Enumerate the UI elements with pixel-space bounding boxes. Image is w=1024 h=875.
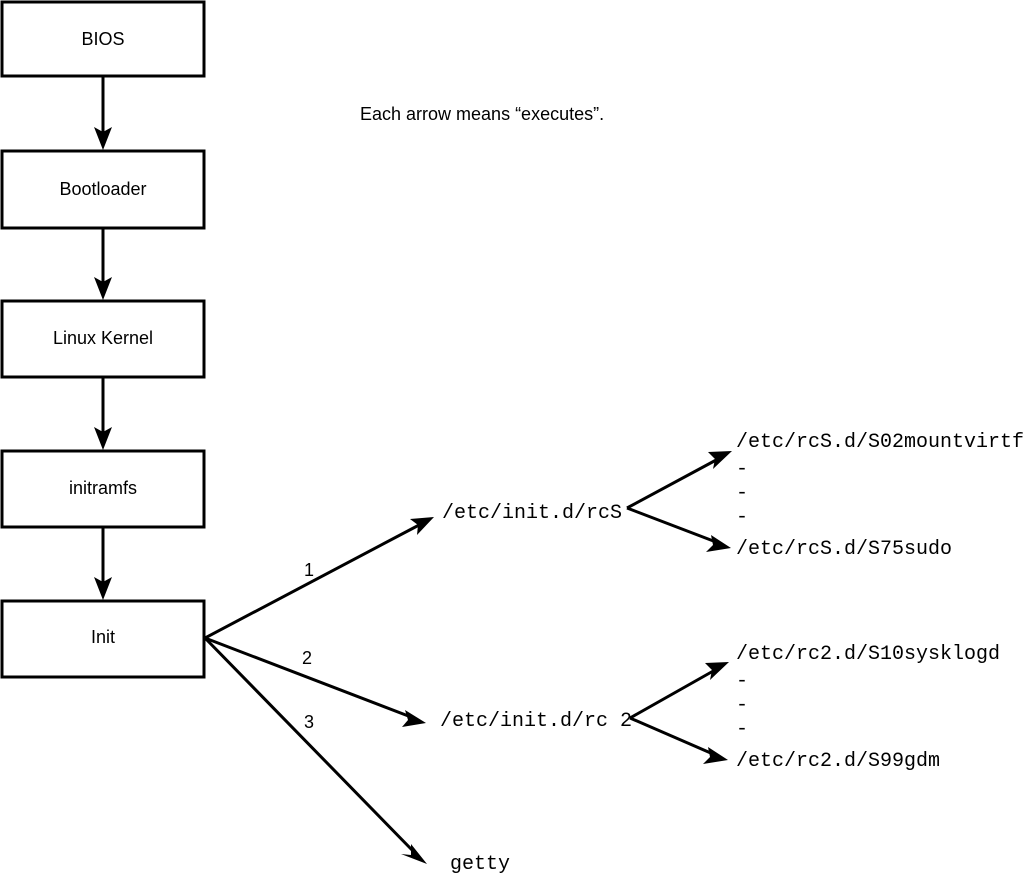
edge-bios-to-bootloader [94, 76, 112, 150]
rc2-child-first[interactable]: /etc/rc2.d/S10sysklogd [736, 643, 1000, 666]
edge-rc2-to-last-script [629, 716, 728, 764]
box-linux-kernel-label: Linux Kernel [53, 328, 153, 348]
rcs-child-first[interactable]: /etc/rcS.d/S02mountvirtfs [736, 431, 1024, 454]
node-label-rcs[interactable]: /etc/init.d/rcS [442, 502, 622, 525]
edge-number-2: 2 [302, 648, 312, 668]
edge-bootloader-to-kernel [94, 228, 112, 300]
box-bootloader-rect [0, 149, 206, 230]
box-bios[interactable]: BIOS [0, 0, 206, 78]
edge-init-to-rcs: 1 [204, 517, 434, 640]
edge-number-1: 1 [304, 560, 314, 580]
edge-rcs-to-last-script [626, 506, 731, 552]
rc2-ellipsis-dash-2: - [736, 694, 748, 717]
box-linux-kernel[interactable]: Linux Kernel [0, 299, 206, 379]
caption-each-arrow-executes: Each arrow means “executes”. [360, 104, 604, 124]
box-bootloader-label: Bootloader [59, 179, 146, 199]
box-initramfs[interactable]: initramfs [0, 449, 206, 529]
box-init-label: Init [91, 627, 115, 647]
edge-rc2-to-first-script [629, 662, 729, 720]
node-label-getty[interactable]: getty [450, 853, 510, 875]
rcs-ellipsis-dash-1: - [736, 458, 748, 481]
box-bios-rect [0, 0, 206, 78]
edge-initramfs-to-init [94, 527, 112, 600]
rc2-child-last[interactable]: /etc/rc2.d/S99gdm [736, 750, 940, 773]
box-initramfs-label: initramfs [69, 478, 137, 498]
box-init[interactable]: Init [0, 599, 206, 679]
box-linux-kernel-rect [0, 299, 206, 379]
edge-rcs-to-first-script [626, 451, 732, 510]
chain-connectors [94, 76, 112, 600]
edge-init-to-rc2: 2 [204, 636, 426, 727]
rcs-child-last[interactable]: /etc/rcS.d/S75sudo [736, 538, 952, 561]
box-bootloader[interactable]: Bootloader [0, 149, 206, 230]
rc2-ellipsis-dash-3: - [736, 718, 748, 741]
rcs-ellipsis-dash-2: - [736, 482, 748, 505]
edge-kernel-to-initramfs [94, 377, 112, 450]
rcs-ellipsis-dash-3: - [736, 506, 748, 529]
node-label-rc2[interactable]: /etc/init.d/rc 2 [440, 710, 632, 733]
box-bios-label: BIOS [81, 29, 124, 49]
edge-number-3: 3 [304, 712, 314, 732]
edge-init-to-getty: 3 [203, 636, 427, 864]
box-initramfs-rect [0, 449, 206, 529]
rc2-ellipsis-dash-1: - [736, 670, 748, 693]
